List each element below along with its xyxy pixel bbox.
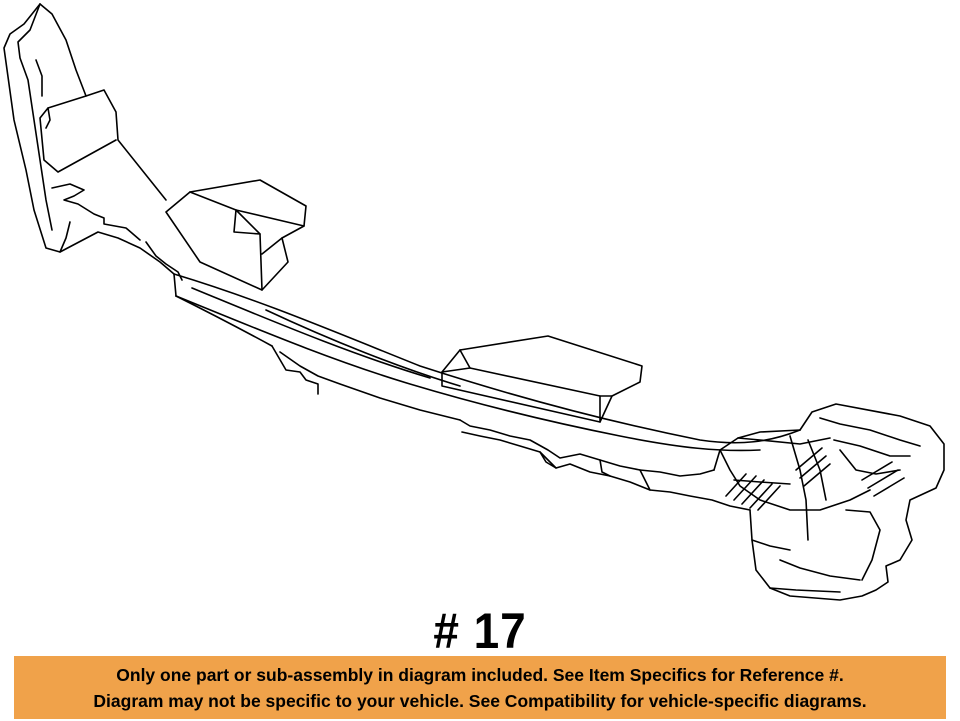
- parts-diagram: [3, 3, 945, 601]
- left-mounting-boss: [165, 179, 307, 291]
- part-reference-number: # 17: [433, 603, 527, 659]
- right-end-bracket: [713, 403, 945, 601]
- disclaimer-line-1: Only one part or sub-assembly in diagram…: [116, 665, 844, 685]
- disclaimer-line-2: Diagram may not be specific to your vehi…: [93, 691, 867, 711]
- left-end-bracket: [3, 3, 183, 281]
- center-mounting-boss: [441, 335, 643, 423]
- disclaimer-banner: Only one part or sub-assembly in diagram…: [14, 656, 946, 719]
- bumper-absorber-line-art: [3, 3, 945, 601]
- main-beam: [173, 273, 801, 511]
